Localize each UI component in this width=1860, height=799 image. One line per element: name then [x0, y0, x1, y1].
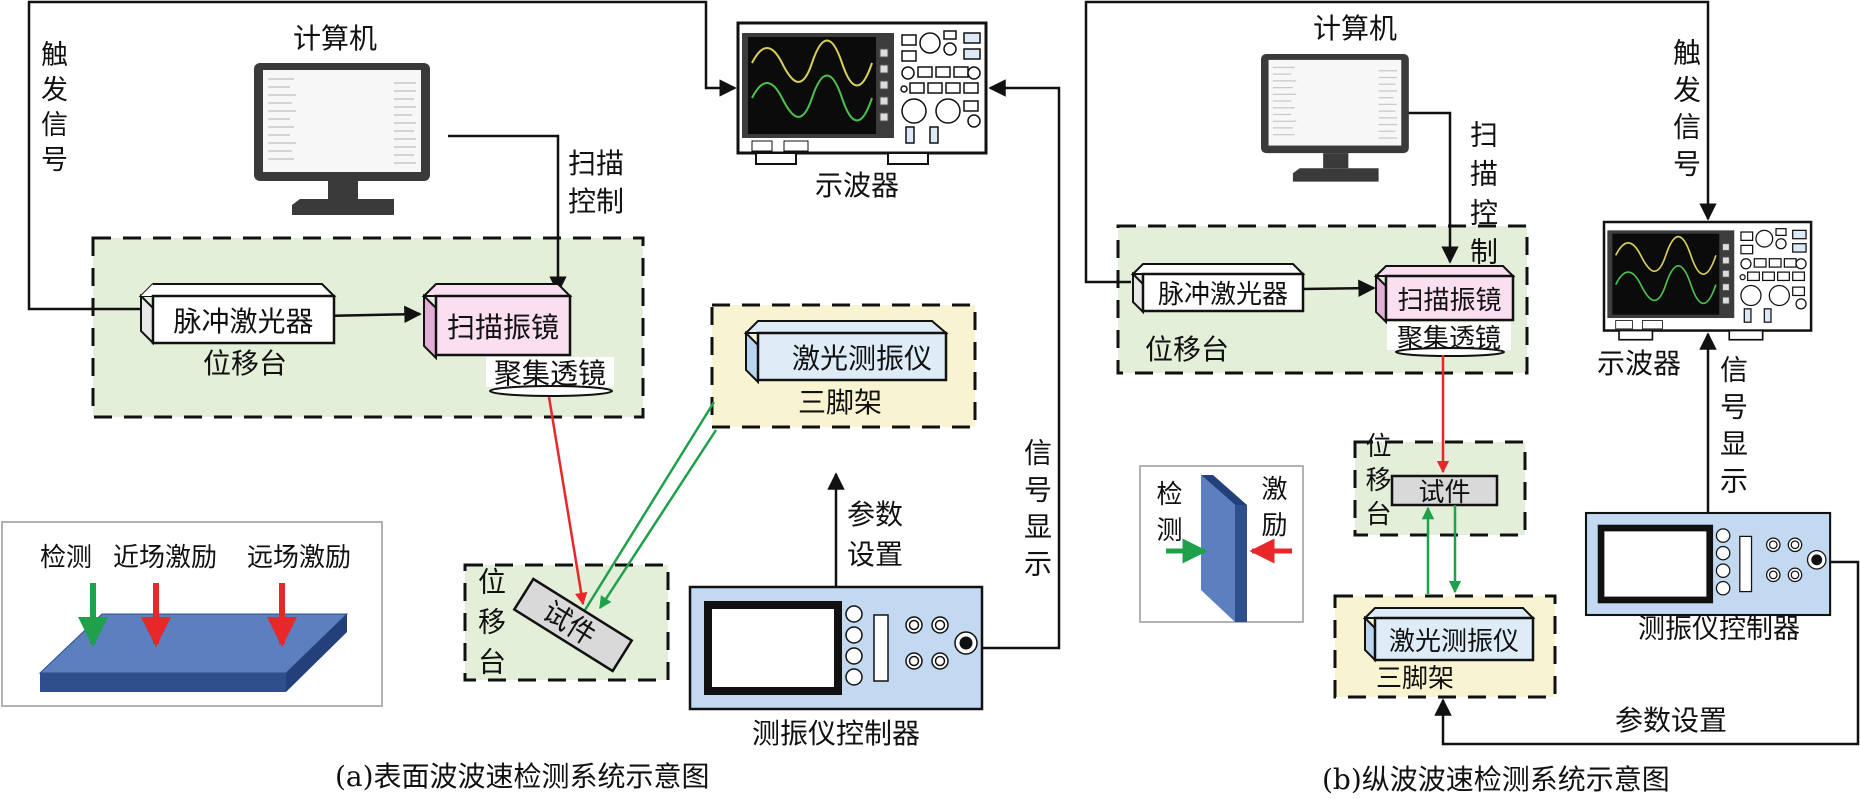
surface-wave-inset — [1, 521, 383, 707]
inset-b-excite-label: 激励 — [1257, 475, 1287, 547]
inset-a-near-field-label: 近场激励 — [113, 543, 218, 573]
computer-label-a: 计算机 — [293, 22, 378, 55]
scan-control-label-b: 扫描控制 — [1466, 120, 1499, 276]
specimen-a — [512, 577, 634, 673]
trigger-signal-label-b: 触发信号 — [1669, 38, 1702, 186]
specimen-label-b: 试件 — [1418, 478, 1471, 508]
trigger-line-b — [1084, 0, 1717, 284]
specimen-b — [1390, 474, 1499, 507]
caption-a: (a)表面波波速检测系统示意图 — [335, 760, 710, 793]
specimen-stage-label-b: 位移台 — [1361, 432, 1391, 534]
computer-monitor-a — [253, 62, 431, 216]
focus-lens-label-a: 聚集透镜 — [493, 357, 606, 390]
inset-a-detect-label: 检测 — [40, 543, 93, 573]
excitation-beam-a — [547, 396, 588, 606]
oscilloscope-b — [1602, 220, 1813, 341]
laser-to-mirror-arrow-b — [1302, 279, 1376, 297]
inset-b-detect-label: 检测 — [1152, 480, 1182, 552]
controller-label-b: 测振仪控制器 — [1638, 614, 1800, 645]
signal-display-label-a: 信号显示 — [1020, 438, 1053, 586]
oscilloscope-a — [736, 21, 988, 166]
scan-mirror-box-a — [421, 283, 614, 397]
computer-monitor-b — [1260, 53, 1410, 183]
focus-lens-label-b: 聚集透镜 — [1396, 323, 1501, 354]
stage-label-a: 位移台 — [203, 347, 288, 380]
oscilloscope-label-b: 示波器 — [1597, 347, 1682, 380]
param-setting-label-b: 参数设置 — [1615, 704, 1728, 737]
pulse-laser-box-a — [138, 283, 337, 346]
caption-b: (b)纵波波速检测系统示意图 — [1322, 763, 1670, 796]
scan-control-line-a — [448, 134, 567, 294]
laser-to-mirror-arrow-a — [321, 305, 422, 324]
specimen-stage-label-a: 位移台 — [474, 567, 507, 687]
pulse-laser-box-b — [1130, 263, 1306, 315]
computer-label-b: 计算机 — [1313, 12, 1398, 45]
scan-mirror-label-a: 扫描振镜 — [446, 310, 559, 344]
scan-mirror-box-b — [1373, 265, 1516, 357]
signal-display-label-b: 信号显示 — [1716, 355, 1749, 503]
trigger-signal-label-a: 触发信号 — [36, 40, 67, 180]
param-setting-line-b — [1434, 560, 1860, 746]
tripod-label-a: 三脚架 — [798, 386, 883, 419]
signal-display-line-a — [983, 79, 1061, 650]
scan-mirror-label-b: 扫描振镜 — [1397, 285, 1502, 316]
pulse-laser-label-a: 脉冲激光器 — [173, 304, 314, 338]
inset-a-far-field-label: 远场激励 — [247, 543, 352, 573]
tripod-label-b: 三脚架 — [1376, 664, 1455, 694]
oscilloscope-label-a: 示波器 — [815, 169, 900, 202]
scan-control-line-b — [1408, 111, 1459, 264]
vibrometer-controller-a — [690, 587, 982, 709]
trigger-line-a — [27, 0, 737, 311]
param-setting-label-a: 参数设置 — [847, 498, 904, 571]
scan-control-label-a: 扫描控制 — [568, 147, 625, 218]
controller-label-a: 测振仪控制器 — [752, 717, 921, 750]
reflect-beam-a — [583, 401, 716, 611]
vibrometer-box-a — [743, 320, 949, 385]
probe-beam-a — [598, 429, 718, 610]
vibrometer-box-b — [1362, 607, 1536, 663]
vibrometer-label-a: 激光测振仪 — [791, 341, 932, 375]
vibrometer-controller-b — [1586, 513, 1830, 615]
pulse-laser-label-b: 脉冲激光器 — [1157, 280, 1288, 310]
vibrometer-label-b: 激光测振仪 — [1388, 626, 1519, 657]
stage-label-b: 位移台 — [1145, 333, 1230, 366]
longitudinal-wave-inset — [1139, 465, 1304, 623]
